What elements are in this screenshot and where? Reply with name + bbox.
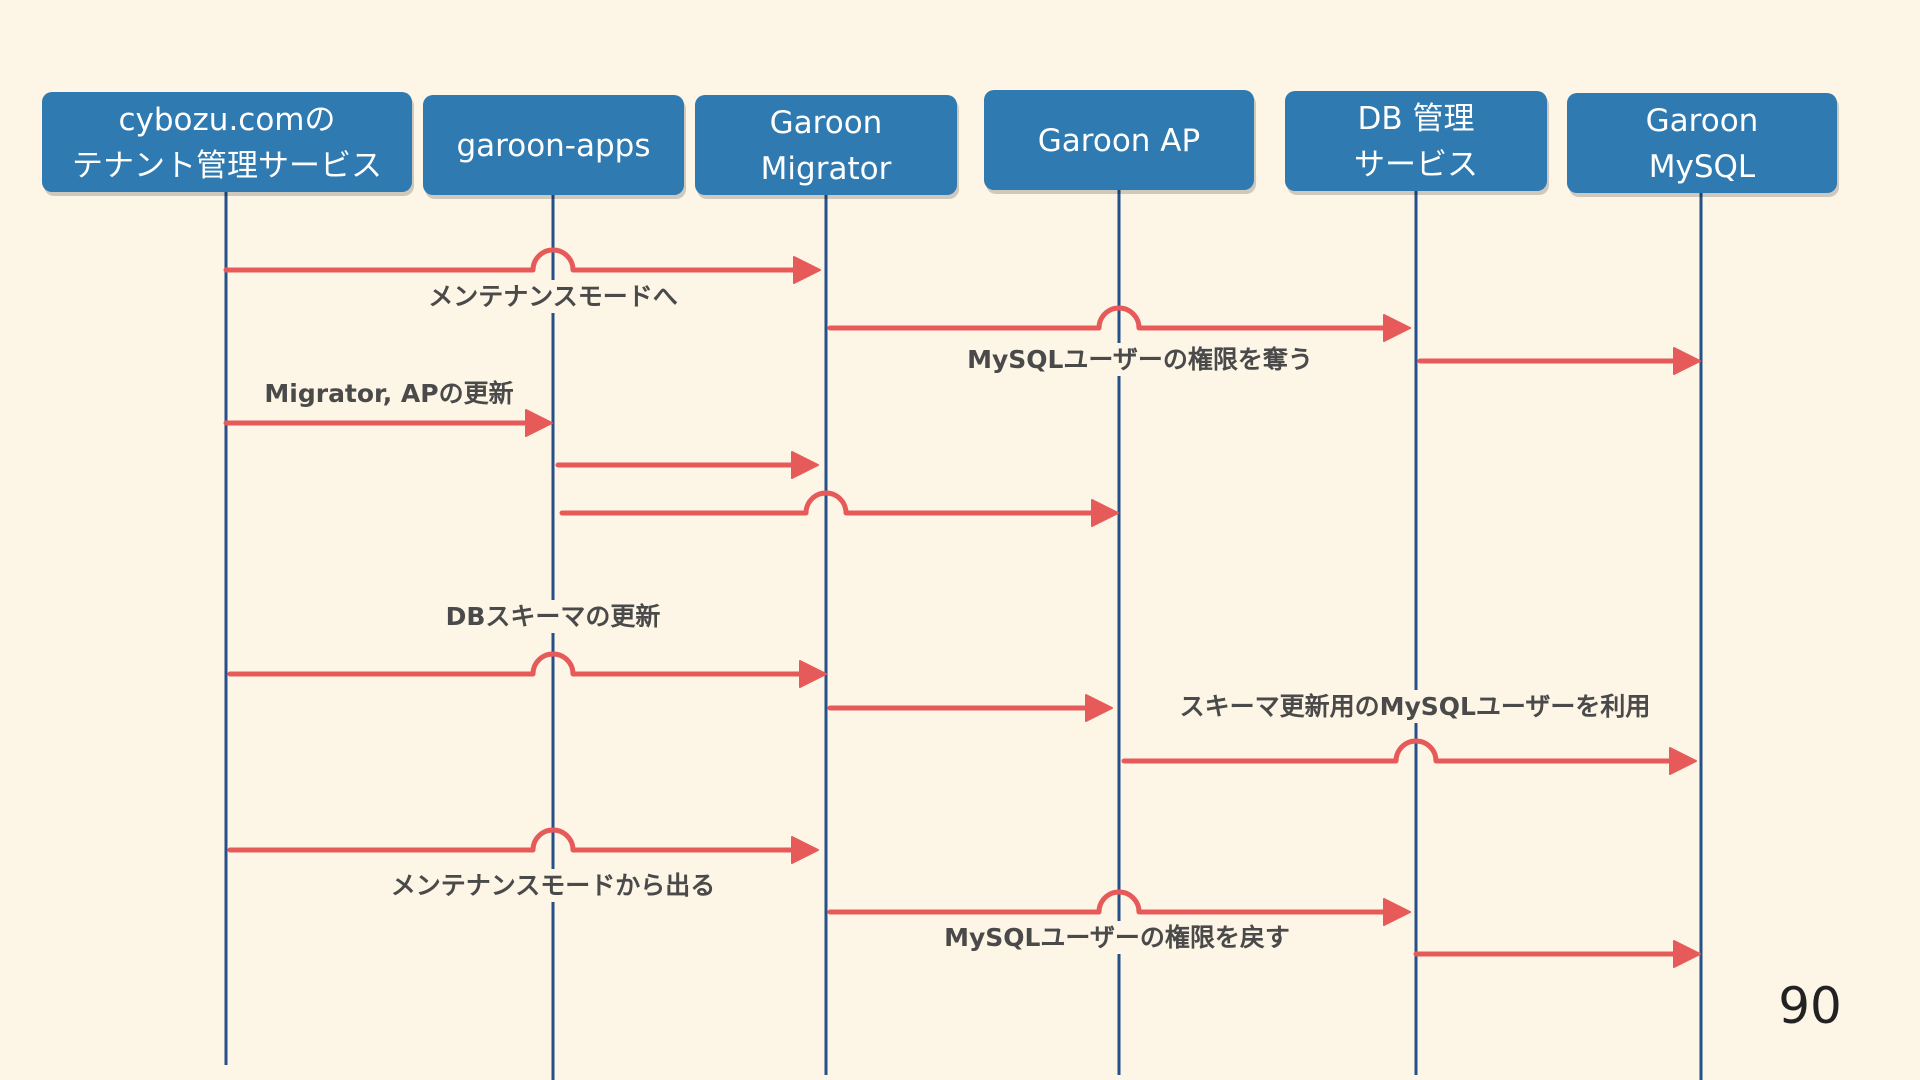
arrow-head	[1091, 499, 1119, 527]
participant-box	[1285, 91, 1547, 191]
message-arrow-3	[223, 409, 553, 437]
participant-label: DB 管理	[1358, 101, 1475, 137]
participant-label: Migrator	[761, 151, 892, 187]
label-background	[384, 869, 722, 902]
arrow-shaft	[227, 827, 797, 853]
arrow-head	[791, 836, 819, 864]
participant-ap: Garoon AP	[984, 90, 1256, 194]
arrow-head	[799, 660, 827, 688]
message-arrow-4	[555, 451, 819, 479]
arrow-shaft	[223, 247, 799, 273]
page-number: 90	[1778, 977, 1842, 1035]
message-label: DBスキーマの更新	[446, 602, 661, 631]
message-arrow-11	[1413, 940, 1701, 968]
message-arrow-10	[827, 889, 1411, 926]
message-arrow-9	[227, 827, 819, 864]
participant-box	[423, 95, 684, 195]
participant-label: サービス	[1354, 147, 1478, 183]
participant-label: garoon-apps	[456, 128, 650, 164]
arrow-head	[525, 409, 553, 437]
message-labels: メンテナンスモードへ MySQLユーザーの権限を奪う Migrator, APの更新…	[258, 280, 1657, 954]
arrow-head	[1669, 747, 1697, 775]
participant-label: Garoon AP	[1038, 123, 1200, 159]
participant-box	[42, 92, 412, 192]
arrow-shaft	[227, 651, 805, 677]
participant-box	[695, 95, 957, 195]
label-background	[422, 280, 684, 313]
arrow-head	[793, 256, 821, 284]
label-background	[439, 600, 667, 633]
label-background	[938, 921, 1296, 954]
message-label: メンテナンスモードへ	[428, 282, 678, 311]
participant-label: cybozu.comの	[118, 102, 335, 138]
message-arrow-0	[223, 247, 821, 284]
arrow-head	[1383, 314, 1411, 342]
arrow-shaft	[827, 305, 1389, 331]
arrow-head	[1085, 694, 1113, 722]
label-background	[1173, 690, 1657, 723]
message-arrow-5	[559, 490, 1119, 527]
participant-label: Garoon	[1646, 103, 1759, 139]
arrow-head	[1383, 898, 1411, 926]
message-label: MySQLユーザーの権限を戻す	[944, 923, 1290, 952]
message-label: スキーマ更新用のMySQLユーザーを利用	[1180, 692, 1651, 721]
message-label: Migrator, APの更新	[264, 379, 513, 408]
message-arrow-7	[827, 694, 1113, 722]
participant-box	[984, 90, 1254, 190]
message-arrow-8	[1121, 738, 1697, 775]
participant-db: DB 管理サービス	[1285, 91, 1549, 195]
participant-label: Garoon	[770, 105, 883, 141]
arrow-head	[1673, 347, 1701, 375]
message-label: メンテナンスモードから出る	[391, 871, 716, 900]
participant-label: テナント管理サービス	[72, 148, 382, 184]
arrow-shaft	[559, 490, 1097, 516]
message-arrow-1	[827, 305, 1411, 342]
arrow-shaft	[1121, 738, 1675, 764]
arrow-head	[1673, 940, 1701, 968]
message-arrows	[223, 247, 1701, 968]
participant-apps: garoon-apps	[423, 95, 686, 199]
participant-label: MySQL	[1649, 149, 1756, 185]
arrow-head	[791, 451, 819, 479]
lifelines	[224, 190, 1703, 1080]
label-background	[961, 343, 1319, 376]
message-arrow-2	[1417, 347, 1701, 375]
arrow-shaft	[827, 889, 1389, 915]
participant-box	[1567, 93, 1837, 193]
message-arrow-6	[227, 651, 827, 688]
message-label: MySQLユーザーの権限を奪う	[967, 345, 1313, 374]
label-background	[258, 377, 520, 410]
